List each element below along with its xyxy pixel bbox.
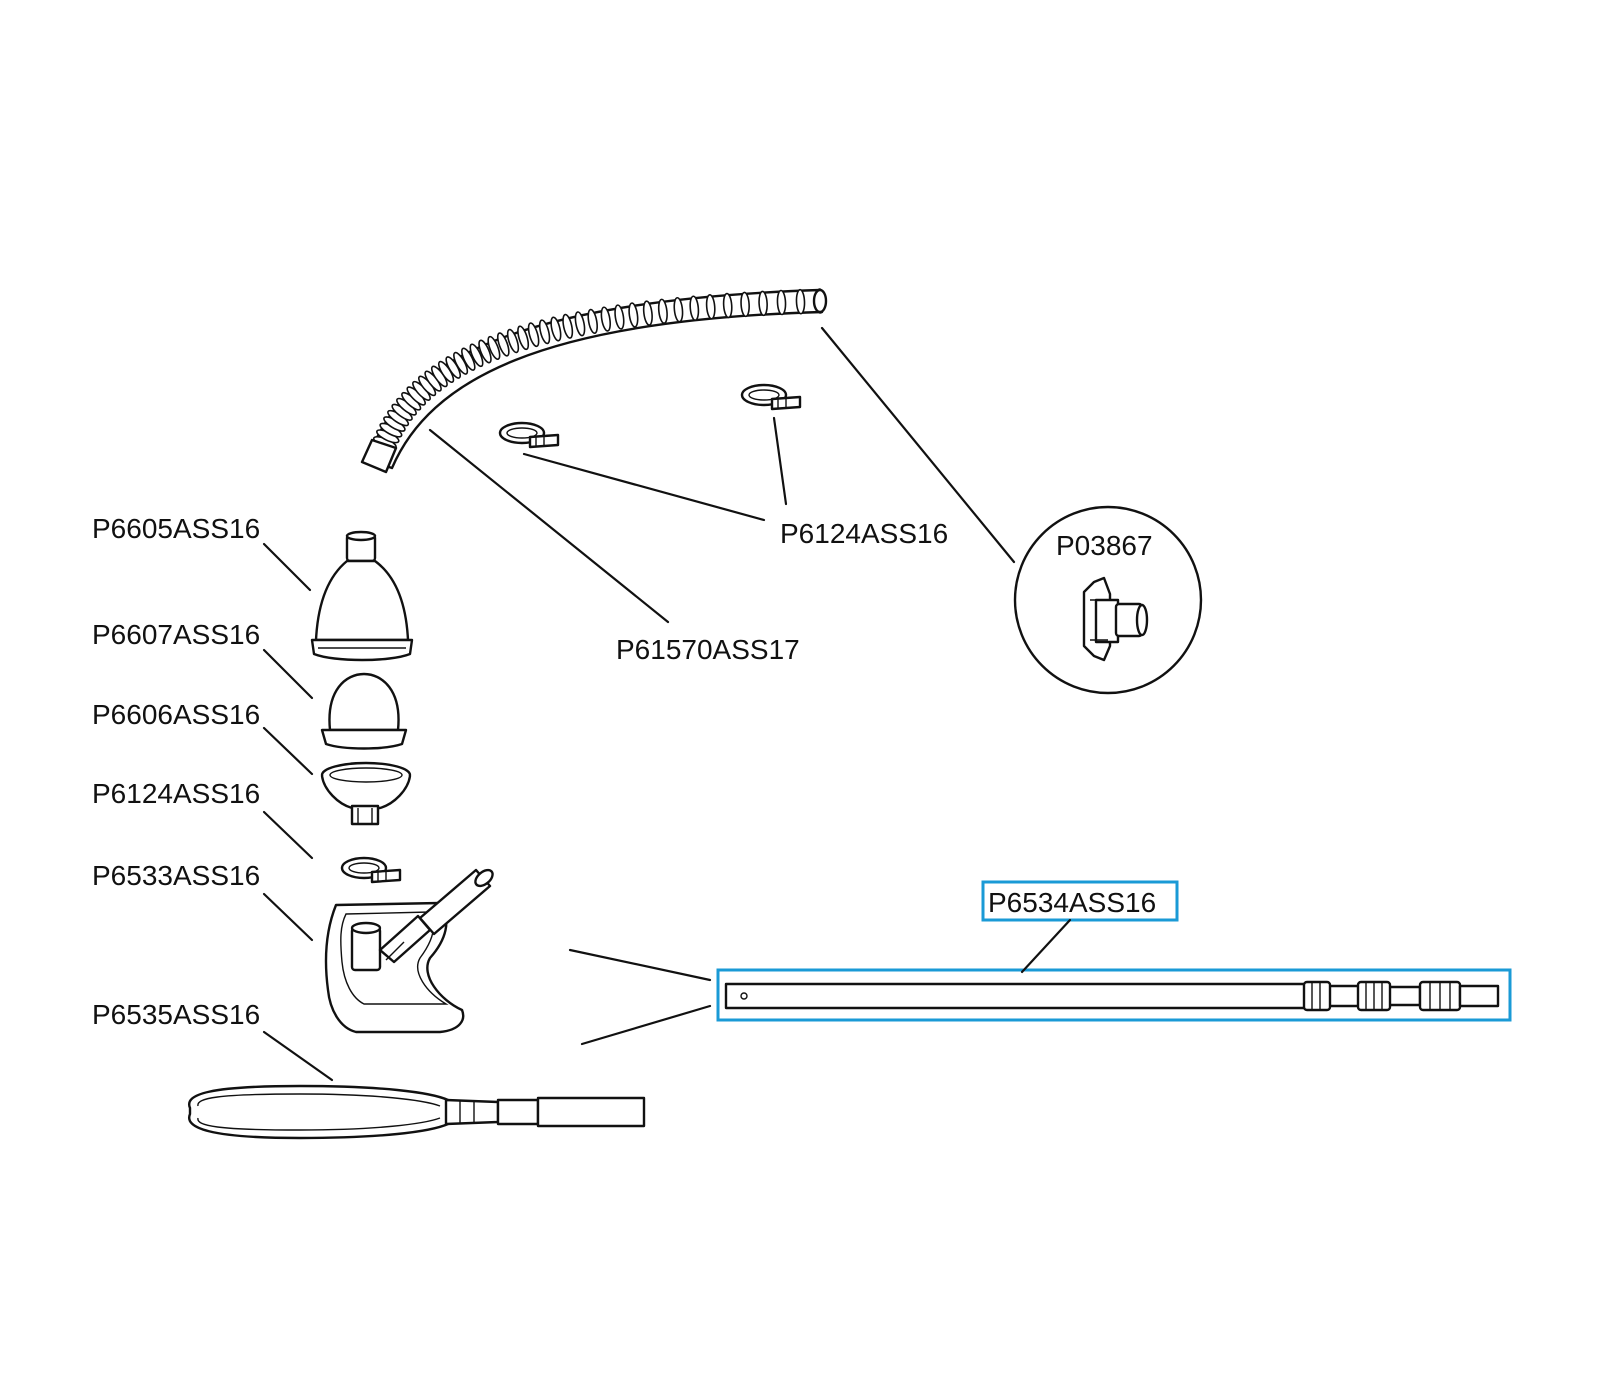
hose-rib [469, 343, 484, 368]
label-clamp-top: P6124ASS16 [780, 518, 948, 549]
hose-rib [689, 295, 700, 321]
hose-rib [562, 313, 574, 339]
hose-rib [705, 294, 716, 320]
hose-rib [487, 335, 501, 360]
hose-rib [758, 290, 768, 317]
hose-rib [642, 300, 653, 326]
label-clamp-left: P6124ASS16 [92, 778, 260, 809]
hose-rib [614, 304, 625, 330]
hose-rib [628, 302, 639, 328]
label-skimmer-cover: P6605ASS16 [92, 513, 260, 544]
label-leaf-net: P6535ASS16 [92, 999, 260, 1030]
hose-rib [550, 316, 562, 342]
skimmer-adapter-icon[interactable] [320, 761, 412, 826]
hose-rib [722, 292, 733, 319]
hose-rib [574, 311, 586, 337]
telescopic-pole-icon[interactable] [724, 980, 1500, 1012]
leaf-net-icon[interactable] [188, 1084, 646, 1140]
hose-rib [506, 328, 520, 354]
hose-rib [478, 339, 492, 364]
label-hose: P61570ASS17 [616, 634, 800, 665]
skimmer-bag-icon[interactable] [320, 672, 408, 750]
label-skimmer-bag: P6607ASS16 [92, 619, 260, 650]
selected-label-highlight [981, 880, 1179, 922]
hose-clamp-icon[interactable] [340, 856, 402, 884]
selected-pole-highlight [716, 968, 1512, 1022]
label-hose-adapter: P03867 [1056, 530, 1153, 561]
hose-rib [461, 347, 476, 371]
hose-rib [527, 322, 540, 348]
hose-rib [673, 296, 684, 323]
adapter-detail-circle [1013, 505, 1203, 695]
hose-icon[interactable] [360, 288, 828, 474]
hose-rib [776, 289, 787, 316]
hose-rib [657, 298, 668, 325]
adapter-icon[interactable] [1082, 576, 1149, 662]
leader-lines [262, 326, 1072, 1082]
vacuum-head-icon[interactable] [324, 867, 495, 1034]
hose-rib [795, 288, 806, 315]
label-vacuum-head: P6533ASS16 [92, 860, 260, 891]
label-skimmer-adapter: P6606ASS16 [92, 699, 260, 730]
skimmer-cover-icon[interactable] [310, 530, 414, 662]
hose-clamp-icon[interactable] [740, 383, 802, 411]
hose-rib [600, 306, 612, 332]
hose-clamp-icon[interactable] [498, 421, 560, 449]
hose-rib [587, 308, 598, 335]
hose-rib [538, 319, 551, 345]
hose-rib [740, 291, 750, 318]
label-telescopic-pole[interactable]: P6534ASS16 [988, 887, 1156, 918]
hose-rib [496, 332, 510, 357]
hose-rib [517, 325, 530, 351]
